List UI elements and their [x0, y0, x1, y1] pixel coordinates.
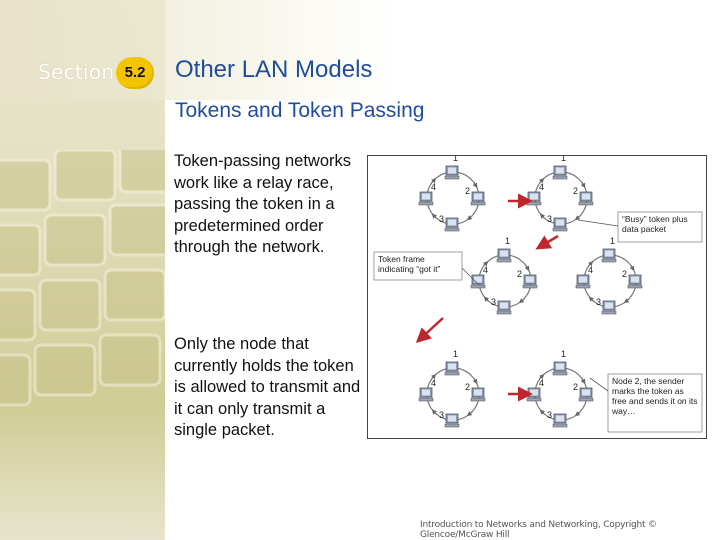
node-number-label: 4 — [588, 265, 593, 275]
token-ring: 1 2 3 4 — [419, 156, 485, 231]
token-ring-diagram: 1 2 3 4 1 2 3 4 1 2 3 4 1 2 3 4 1 2 3 4 1 2 3 4 “Busy” token pl… — [368, 156, 708, 440]
pages-range: 142-147 — [644, 40, 699, 57]
token-ring: 1 2 3 4 — [419, 349, 485, 427]
node-number-label: 1 — [453, 349, 458, 359]
token-ring: 1 2 3 4 — [471, 236, 537, 314]
node-number-label: 1 — [610, 236, 615, 246]
ring-direction-arrow — [468, 412, 473, 416]
ring-direction-arrow — [631, 265, 634, 270]
node-number-label: 4 — [539, 378, 544, 388]
slide-title: Other LAN Models — [175, 56, 372, 84]
computer-node-icon — [497, 249, 511, 262]
node-number-label: 1 — [561, 156, 566, 163]
computer-node-icon — [553, 166, 567, 179]
node-number-label: 3 — [547, 214, 552, 224]
computer-node-icon — [523, 275, 537, 288]
page-reference: pp. 142-147 — [622, 40, 699, 57]
computer-node-icon — [553, 362, 567, 375]
node-number-label: 3 — [547, 410, 552, 420]
computer-node-icon — [445, 218, 459, 231]
computer-node-icon — [419, 192, 433, 205]
ring-direction-arrow — [432, 214, 436, 218]
ring-direction-arrow — [526, 265, 529, 270]
body-paragraph-2: Only the node that currently holds the t… — [174, 334, 364, 442]
token-ring: 1 2 3 4 — [527, 156, 593, 231]
computer-node-icon — [602, 301, 616, 314]
busy-token-callout: “Busy” token plus data packet — [620, 212, 702, 236]
node-number-label: 3 — [491, 297, 496, 307]
token-passing-figure: 1 2 3 4 1 2 3 4 1 2 3 4 1 2 3 4 1 2 3 4 1 2 3 4 “Busy” token pl… — [367, 155, 707, 439]
computer-node-icon — [579, 388, 593, 401]
computer-node-icon — [527, 192, 541, 205]
token-ring: 1 2 3 4 — [527, 349, 593, 427]
ring-direction-arrow — [520, 299, 525, 303]
computer-node-icon — [471, 388, 485, 401]
node-number-label: 1 — [453, 156, 458, 163]
node-number-label: 2 — [517, 269, 522, 279]
node-number-label: 4 — [539, 182, 544, 192]
computer-node-icon — [419, 388, 433, 401]
computer-node-icon — [445, 414, 459, 427]
ring-direction-arrow — [484, 297, 488, 301]
computer-node-icon — [471, 275, 485, 288]
computer-node-icon — [553, 414, 567, 427]
computer-node-icon — [445, 362, 459, 375]
ring-direction-arrow — [582, 378, 585, 383]
ring-direction-arrow — [468, 216, 473, 220]
node-number-label: 1 — [561, 349, 566, 359]
section-number-badge: 5.2 — [116, 57, 154, 89]
header-band — [0, 0, 720, 100]
transition-arrow — [418, 318, 443, 341]
ring-direction-arrow — [474, 378, 477, 383]
computer-node-icon — [576, 275, 590, 288]
computer-node-icon — [471, 192, 485, 205]
slide-subtitle: Tokens and Token Passing — [175, 99, 424, 123]
computer-node-icon — [602, 249, 616, 262]
computer-node-icon — [579, 192, 593, 205]
ring-direction-arrow — [589, 297, 593, 301]
ring-direction-arrow — [576, 216, 581, 220]
ring-direction-arrow — [576, 412, 581, 416]
node-number-label: 2 — [465, 186, 470, 196]
node-number-label: 2 — [465, 382, 470, 392]
ring-direction-arrow — [432, 410, 436, 414]
node-number-label: 2 — [573, 382, 578, 392]
node-number-label: 2 — [622, 269, 627, 279]
computer-node-icon — [628, 275, 642, 288]
node-number-label: 3 — [439, 214, 444, 224]
node-number-label: 1 — [505, 236, 510, 246]
copyright-footer: Introduction to Networks and Networking,… — [420, 520, 720, 540]
keyboard-image — [0, 150, 165, 430]
computer-node-icon — [445, 166, 459, 179]
transition-arrow — [538, 236, 558, 248]
sender-callout: Node 2, the sender marks the token as fr… — [610, 374, 702, 418]
node-number-label: 3 — [596, 297, 601, 307]
node-number-label: 3 — [439, 410, 444, 420]
token-ring: 1 2 3 4 — [576, 236, 642, 314]
ring-direction-arrow — [625, 299, 630, 303]
computer-node-icon — [497, 301, 511, 314]
ring-direction-arrow — [540, 410, 544, 414]
ring-direction-arrow — [582, 182, 585, 187]
token-frame-callout: Token frame indicating “got it” — [376, 252, 462, 276]
node-number-label: 2 — [573, 186, 578, 196]
section-label: Section — [38, 60, 114, 84]
node-number-label: 4 — [431, 182, 436, 192]
node-number-label: 4 — [483, 265, 488, 275]
ring-direction-arrow — [540, 214, 544, 218]
ring-direction-arrow — [474, 182, 477, 187]
node-number-label: 4 — [431, 378, 436, 388]
body-paragraph-1: Token-passing networks work like a relay… — [174, 151, 364, 259]
computer-node-icon — [553, 218, 567, 231]
pages-prefix: pp. — [622, 43, 640, 56]
